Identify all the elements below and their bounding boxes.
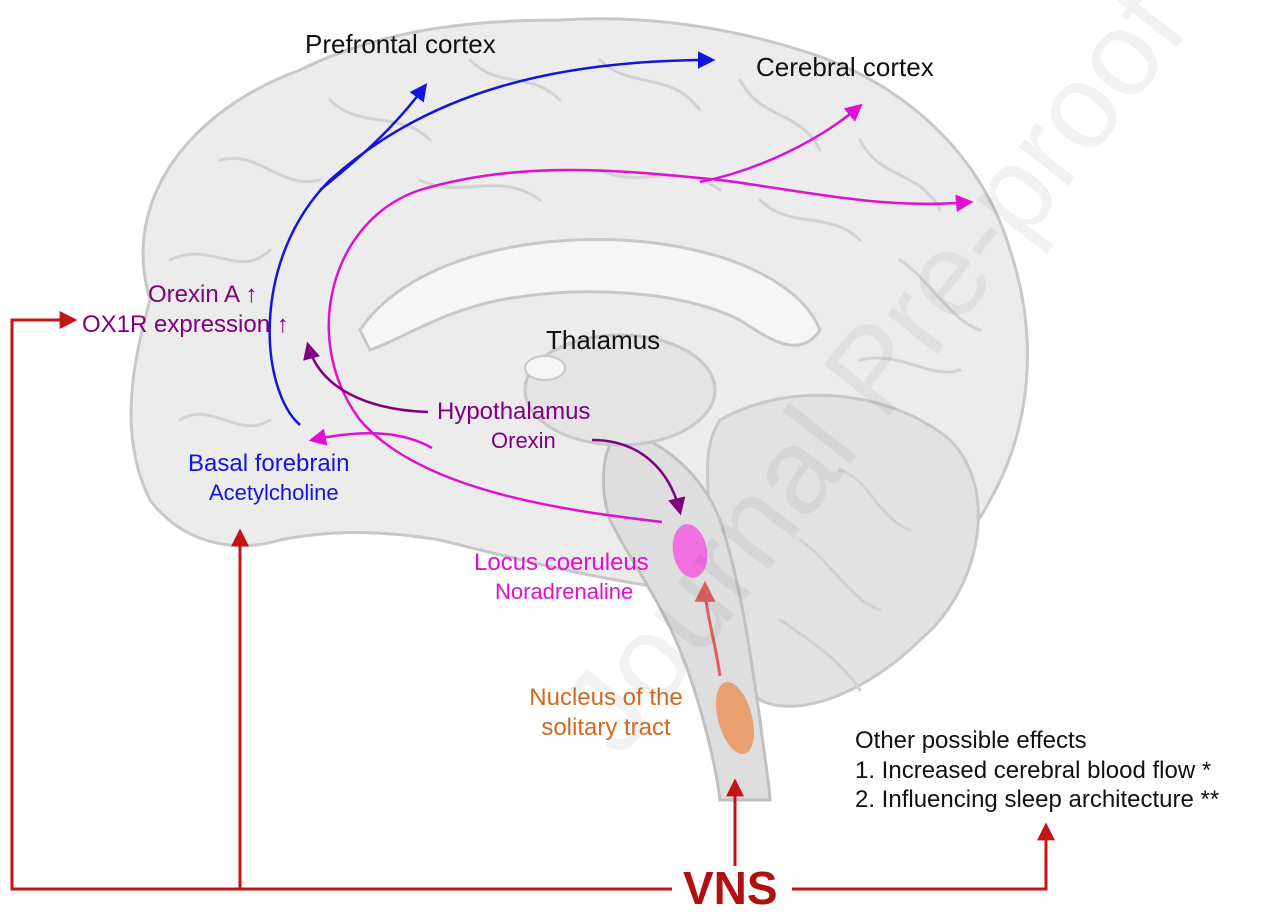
vns-label: VNS bbox=[683, 862, 778, 915]
other-effects-title: Other possible effects bbox=[855, 727, 1219, 755]
nucleus-line-2: solitary tract bbox=[520, 714, 692, 742]
cerebral-cortex-label: Cerebral cortex bbox=[756, 53, 934, 83]
acetylcholine-label: Acetylcholine bbox=[209, 480, 339, 505]
other-effect-item: 2. Influencing sleep architecture ** bbox=[855, 786, 1219, 814]
orexin-a-label: Orexin A ↑ bbox=[148, 281, 257, 309]
other-effect-item: 1. Increased cerebral blood flow * bbox=[855, 757, 1219, 785]
noradrenaline-label: Noradrenaline bbox=[495, 579, 633, 604]
thalamus-label: Thalamus bbox=[546, 326, 660, 356]
nucleus-solitary-tract-label: Nucleus of the solitary tract bbox=[520, 684, 692, 741]
orexin-label: Orexin bbox=[491, 428, 556, 453]
prefrontal-cortex-label: Prefrontal cortex bbox=[305, 30, 496, 60]
ox1r-expression-label: OX1R expression ↑ bbox=[82, 311, 289, 339]
hypothalamus-label: Hypothalamus bbox=[437, 398, 590, 426]
basal-forebrain-label: Basal forebrain bbox=[188, 450, 349, 478]
other-effects-box: Other possible effects 1. Increased cere… bbox=[855, 727, 1219, 814]
nucleus-line-1: Nucleus of the bbox=[520, 684, 692, 712]
locus-coeruleus-label: Locus coeruleus bbox=[474, 549, 649, 577]
vns-to-other-effects-line bbox=[792, 826, 1046, 889]
